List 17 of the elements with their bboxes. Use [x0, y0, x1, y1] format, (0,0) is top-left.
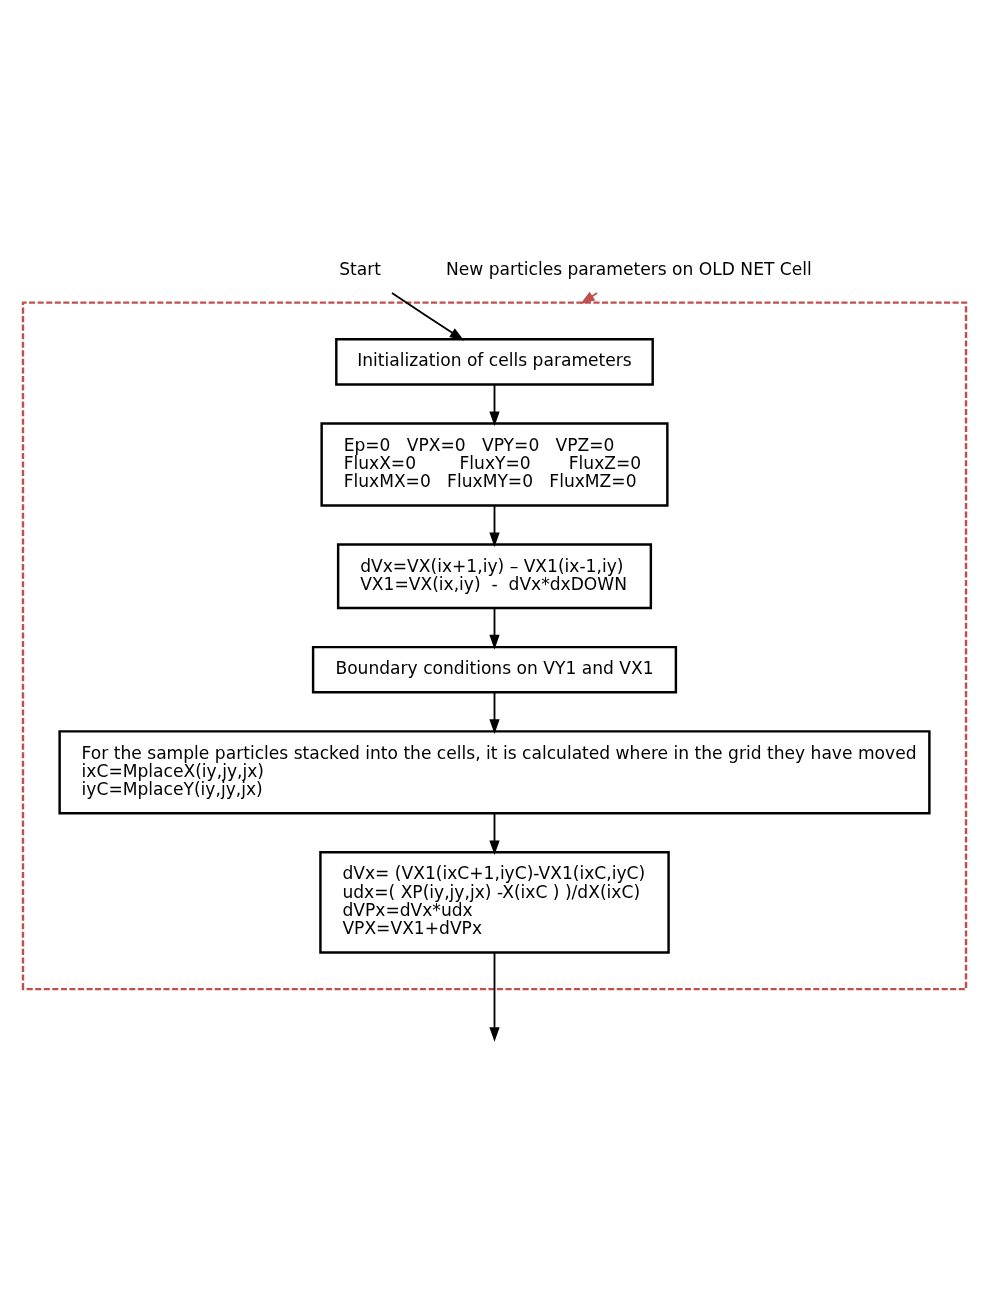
- node-box: Boundary conditions on VY1 and VX1: [311, 645, 678, 694]
- arrow: [489, 504, 500, 548]
- node-box: For the sample particles stacked into the cells, it is calculated where in the grid they have moved ixC=MplaceX(iy,jy,jx) iyC=MplaceY(iy,jy,jx): [58, 730, 931, 815]
- node-box: dVx= (VX1(ixC+1,iyC)-VX1(ixC,iyC) udx=( XP(iy,jy,jx) -X(ixC ) )/dX(ixC) dVPx=dVx*udx VPX=VX1+dVPx: [319, 851, 670, 954]
- node-box: Ep=0 VPX=0 VPY=0 VPZ=0 FluxX=0 FluxY=0 FluxZ=0 FluxMX=0 FluxMY=0 FluxMZ=0: [320, 422, 669, 507]
- arrow: [391, 292, 465, 341]
- arrow: [580, 291, 598, 305]
- arrow: [489, 607, 500, 650]
- arrow: [489, 691, 500, 734]
- arrow: [489, 812, 500, 856]
- node-text: Start: [339, 259, 382, 280]
- node-box: Initialization of cells parameters: [335, 338, 654, 386]
- node-box: dVx=VX(ix+1,iy) – VX1(ix-1,iy) VX1=VX(ix,iy) - dVx*dxDOWN: [336, 543, 653, 610]
- node-text: New particles parameters on OLD NET Cell: [445, 259, 812, 280]
- arrow: [489, 383, 500, 427]
- arrow: [489, 951, 500, 1042]
- cluster: [21, 301, 968, 991]
